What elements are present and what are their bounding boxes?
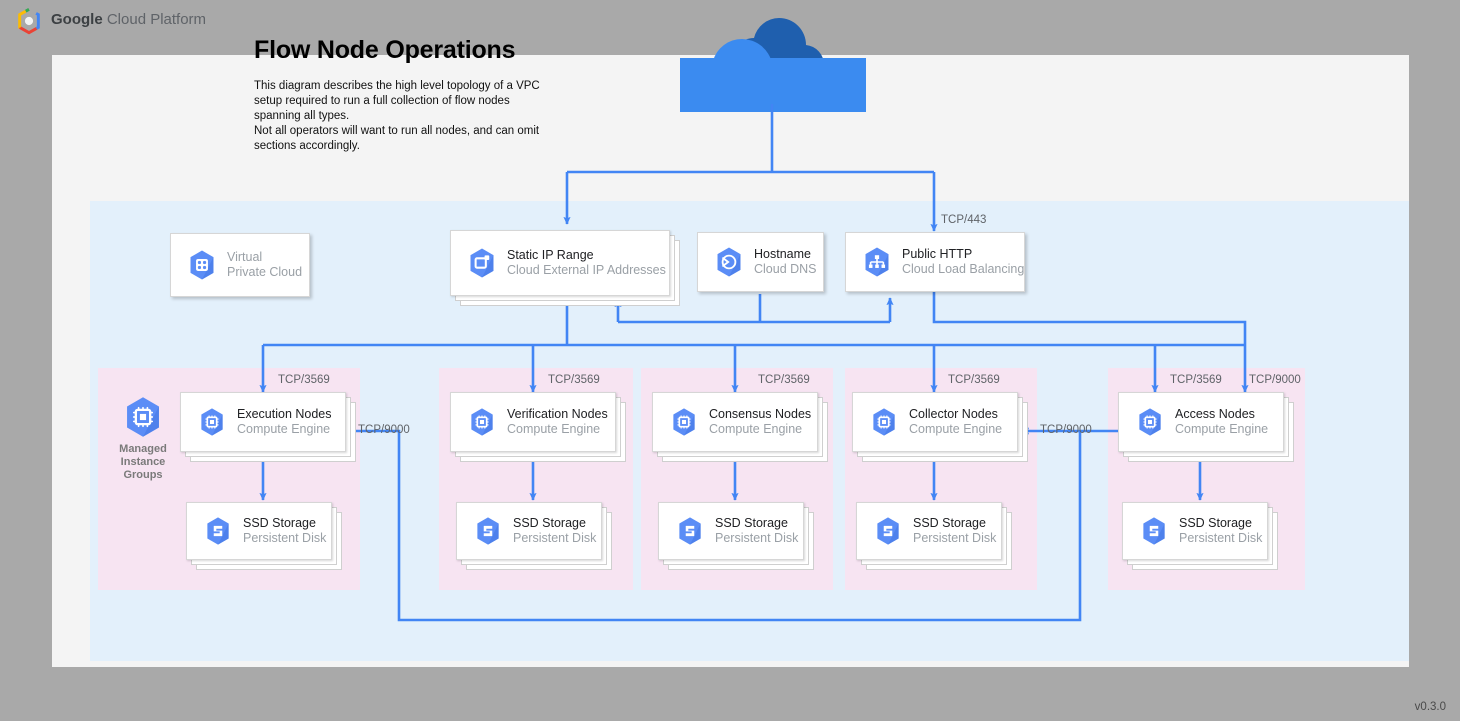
card-title: SSD Storage	[913, 516, 986, 530]
compute-engine-icon	[201, 408, 223, 436]
managed-instance-group-icon	[127, 397, 159, 437]
page-description: This diagram describes the high level to…	[254, 80, 540, 152]
port-label-collector: TCP/3569	[948, 374, 1000, 386]
card-static-ip-range[interactable]: Static IP Range Cloud External IP Addres…	[450, 230, 680, 306]
persistent-disk-icon	[679, 517, 701, 545]
persistent-disk-icon	[1143, 517, 1165, 545]
brand-suffix: Cloud Platform	[102, 11, 207, 28]
card-subtitle: Persistent Disk	[715, 531, 799, 545]
card-hostname[interactable]: Hostname Cloud DNS	[697, 232, 824, 292]
card-subtitle: Persistent Disk	[243, 531, 327, 545]
card-title: Collector Nodes	[909, 407, 998, 421]
card-verification-nodes[interactable]: Verification Nodes Compute Engine	[450, 392, 626, 462]
persistent-disk-icon	[877, 517, 899, 545]
card-title: SSD Storage	[513, 516, 586, 530]
compute-engine-icon	[1139, 408, 1161, 436]
card-subtitle: Private Cloud	[227, 265, 303, 279]
card-title: Execution Nodes	[237, 407, 332, 421]
card-subtitle: Persistent Disk	[513, 531, 597, 545]
card-public-http[interactable]: Public HTTP Cloud Load Balancing	[845, 232, 1025, 292]
card-subtitle: Cloud DNS	[754, 262, 817, 276]
brand-bar: Google Cloud Platform	[0, 0, 1460, 42]
card-subtitle: Cloud External IP Addresses	[507, 263, 666, 277]
card-subtitle: Compute Engine	[507, 422, 601, 436]
card-subtitle: Cloud Load Balancing	[902, 262, 1025, 276]
port-label-access-extra: TCP/9000	[1249, 374, 1301, 386]
compute-engine-icon	[873, 408, 895, 436]
external-ip-icon	[470, 248, 494, 278]
compute-engine-icon	[673, 408, 695, 436]
card-title: SSD Storage	[715, 516, 788, 530]
card-consensus-nodes[interactable]: Consensus Nodes Compute Engine	[652, 392, 828, 462]
card-subtitle: Compute Engine	[237, 422, 331, 436]
card-consensus-ssd-storage[interactable]: SSD Storage Persistent Disk	[658, 502, 814, 570]
card-access-ssd-storage[interactable]: SSD Storage Persistent Disk	[1122, 502, 1278, 570]
card-title: Public HTTP	[902, 247, 973, 261]
port-label-access-collector: TCP/9000	[1040, 424, 1092, 436]
card-subtitle: Compute Engine	[1175, 422, 1269, 436]
port-label-access: TCP/3569	[1170, 374, 1222, 386]
gcp-hexagon-logo-icon	[18, 7, 40, 35]
card-title: Hostname	[754, 247, 811, 261]
card-title: Verification Nodes	[507, 407, 608, 421]
compute-engine-icon	[471, 408, 493, 436]
card-title: SSD Storage	[1179, 516, 1252, 530]
card-verification-ssd-storage[interactable]: SSD Storage Persistent Disk	[456, 502, 612, 570]
brand-title: Google Cloud Platform	[51, 11, 206, 28]
managed-instance-groups: Managed Instance Groups	[112, 395, 174, 482]
persistent-disk-icon	[477, 517, 499, 545]
card-title: Static IP Range	[507, 248, 594, 262]
managed-instance-groups-label: Managed Instance Groups	[119, 443, 167, 481]
brand-google: Google	[51, 11, 103, 28]
port-label-lb-https: TCP/443	[941, 214, 987, 226]
virtual-private-cloud-icon	[190, 250, 214, 280]
card-collector-ssd-storage[interactable]: SSD Storage Persistent Disk	[856, 502, 1012, 570]
port-label-execution: TCP/3569	[278, 374, 330, 386]
port-label-return-execution: TCP/9000	[358, 424, 410, 436]
card-virtual-private-cloud[interactable]: Virtual Private Cloud	[170, 233, 310, 297]
cloud-dns-icon	[717, 247, 741, 277]
card-subtitle: Compute Engine	[909, 422, 1003, 436]
port-label-consensus: TCP/3569	[758, 374, 810, 386]
card-subtitle: Compute Engine	[709, 422, 803, 436]
card-title: SSD Storage	[243, 516, 316, 530]
card-subtitle: Persistent Disk	[913, 531, 997, 545]
page-title: Flow Node Operations	[254, 36, 516, 64]
version-label: v0.3.0	[1414, 701, 1446, 713]
load-balancing-icon	[865, 247, 889, 277]
persistent-disk-icon	[207, 517, 229, 545]
port-label-verification: TCP/3569	[548, 374, 600, 386]
card-title: Virtual	[227, 250, 263, 264]
card-collector-nodes[interactable]: Collector Nodes Compute Engine	[852, 392, 1028, 462]
card-title: Consensus Nodes	[709, 407, 812, 421]
internet-cloud-icon	[680, 18, 866, 112]
card-title: Access Nodes	[1175, 407, 1255, 421]
card-execution-nodes[interactable]: Execution Nodes Compute Engine	[180, 392, 356, 462]
card-subtitle: Persistent Disk	[1179, 531, 1263, 545]
card-execution-ssd-storage[interactable]: SSD Storage Persistent Disk	[186, 502, 342, 570]
card-access-nodes[interactable]: Access Nodes Compute Engine	[1118, 392, 1294, 462]
